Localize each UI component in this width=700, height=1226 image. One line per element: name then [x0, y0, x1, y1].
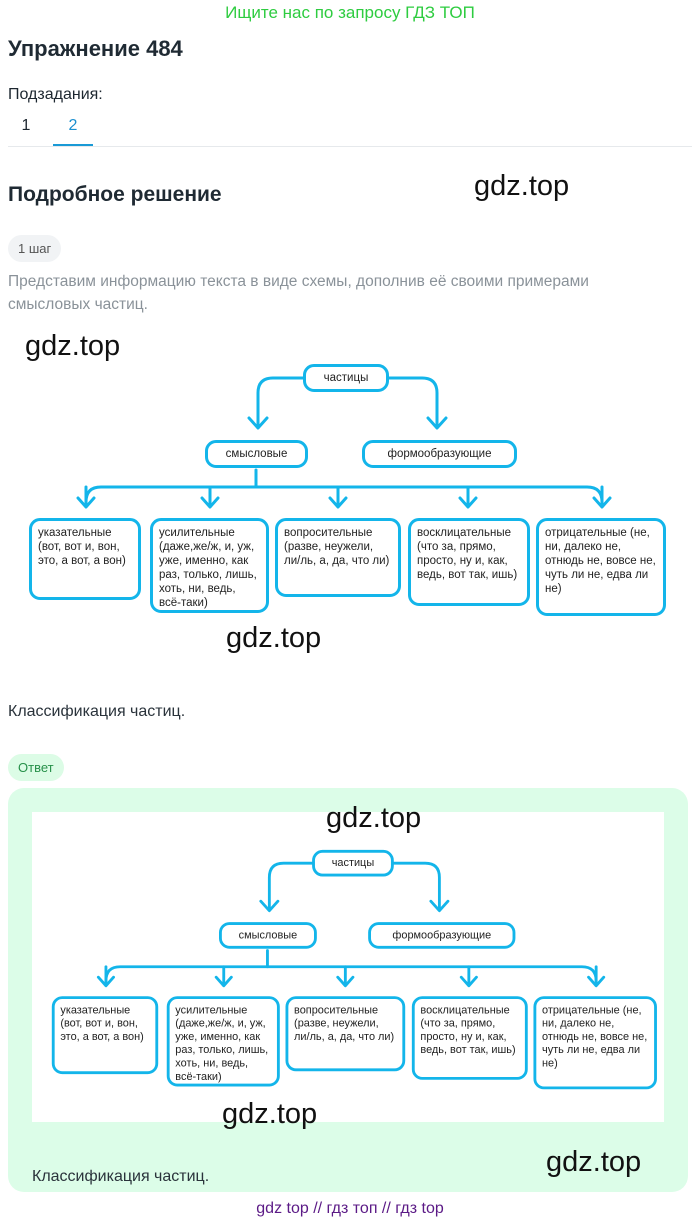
node-leaf: восклицательные (что за, прямо, просто, …: [411, 996, 528, 1080]
subtasks-label: Подзадания:: [8, 86, 103, 103]
diagram-caption: Классификация частиц.: [8, 703, 186, 720]
arrowhead-icon: [458, 496, 478, 509]
tab-subtask-2[interactable]: 2: [53, 117, 93, 147]
arrowhead-icon: [247, 416, 269, 430]
node-semantic: смысловые: [205, 440, 308, 468]
step-description: Представим информацию текста в виде схем…: [8, 273, 589, 313]
connector-line: [386, 376, 439, 428]
watermark: gdz.top: [25, 330, 121, 362]
node-semantic: смысловые: [219, 922, 317, 949]
arrowhead-icon: [96, 975, 115, 988]
arrowhead-icon: [429, 899, 450, 913]
node-leaf: усилительные (даже,же/ж, и, уж, уже, име…: [150, 518, 269, 613]
tab-subtask-1[interactable]: 1: [21, 117, 31, 134]
node-leaf: отрицательные (не, ни, далеко не, отнюдь…: [533, 996, 657, 1090]
node-form-building: формообразующие: [368, 922, 516, 949]
arrowhead-icon: [459, 975, 478, 988]
diagram-lines: [96, 861, 606, 988]
arrowhead-icon: [259, 899, 280, 913]
page-title: Упражнение 484: [8, 36, 183, 61]
particles-diagram: частицы смысловые формообразующие указатель…: [25, 362, 675, 622]
watermark: gdz.top: [326, 802, 422, 834]
section-title: Подробное решение: [8, 183, 222, 206]
connector-line: [256, 376, 305, 428]
diagram-lines: [76, 376, 612, 509]
watermark: gdz.top: [474, 170, 570, 202]
answer-caption: Классификация частиц.: [32, 1168, 210, 1185]
connector-line: [267, 861, 314, 911]
arrowhead-icon: [200, 496, 220, 509]
answer-badge: Ответ: [8, 754, 64, 781]
promo-banner[interactable]: Ищите нас по запросу ГДЗ ТОП: [225, 3, 475, 22]
node-leaf: вопросительные (разве, неужели, ли/ль, а…: [275, 518, 401, 597]
node-root: частицы: [312, 849, 394, 877]
connector-line: [104, 965, 598, 983]
node-leaf: восклицательные (что за, прямо, просто, …: [408, 518, 530, 606]
watermark: gdz.top: [226, 622, 322, 654]
node-leaf: указательные (вот, вот и, вон, это, а во…: [51, 996, 159, 1075]
node-leaf: усилительные (даже,же/ж, и, уж, уже, име…: [166, 996, 280, 1087]
node-form-building: формообразующие: [362, 440, 517, 468]
watermark: gdz.top: [222, 1098, 318, 1130]
arrowhead-icon: [76, 496, 96, 509]
watermark: gdz.top: [546, 1146, 642, 1178]
connector-line: [391, 861, 441, 911]
arrowhead-icon: [426, 416, 448, 430]
arrowhead-icon: [328, 496, 348, 509]
tabs-divider: [8, 146, 692, 147]
connector-line: [84, 485, 604, 504]
arrowhead-icon: [336, 975, 355, 988]
answer-particles-diagram: частицы смысловые формообразующие указатель…: [48, 848, 666, 1095]
arrowhead-icon: [214, 975, 233, 988]
node-leaf: указательные (вот, вот и, вон, это, а во…: [29, 518, 141, 600]
step-badge: 1 шаг: [8, 235, 62, 262]
footer-links[interactable]: gdz top // гдз топ // гдз top: [256, 1200, 444, 1217]
arrowhead-icon: [592, 496, 612, 509]
node-root: частицы: [303, 364, 389, 392]
node-leaf: вопросительные (разве, неужели, ли/ль, а…: [285, 996, 406, 1072]
arrowhead-icon: [587, 975, 606, 988]
node-leaf: отрицательные (не, ни, далеко не, отнюдь…: [536, 518, 666, 616]
